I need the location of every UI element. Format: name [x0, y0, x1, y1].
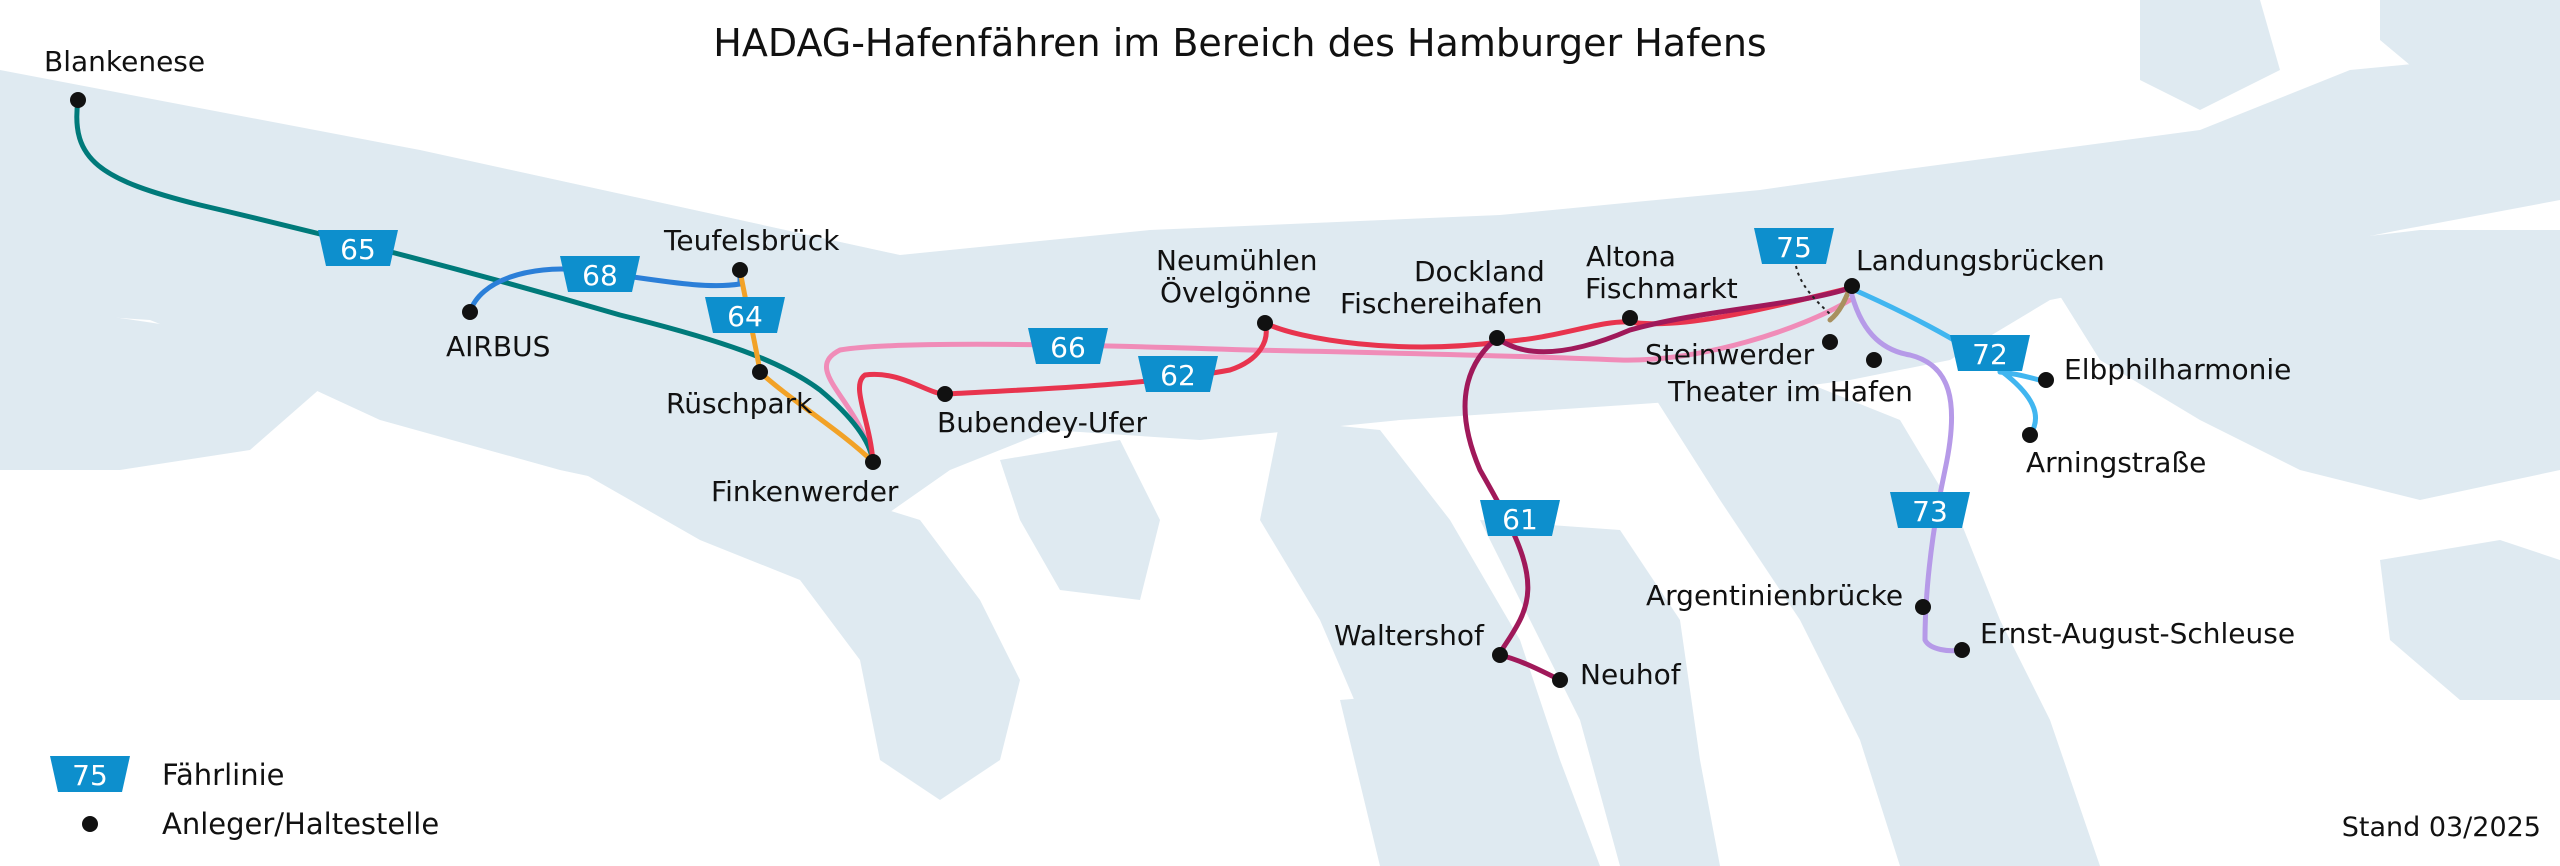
badge-number: 66 [1050, 331, 1086, 364]
stop-dot-bubendey [937, 386, 953, 402]
legend: 75 Fährlinie Anleger/Haltestelle [50, 756, 439, 841]
stop-label-teufelsbrueck: Teufelsbrück [663, 224, 840, 257]
route-line-73 [1847, 285, 1963, 654]
harbour-small-basin [1000, 440, 1160, 600]
elbe-river [0, 50, 2560, 540]
badge-shape [560, 256, 640, 292]
badge-number: 62 [1160, 359, 1196, 392]
harbour-top-far-right [2380, 0, 2560, 90]
harbour-top-right [2140, 0, 2280, 110]
badge-number: 61 [1502, 503, 1538, 536]
badge-shape [1480, 500, 1560, 536]
badge-line-61: 61 [1480, 500, 1560, 536]
stand-date: Stand 03/2025 [2342, 812, 2541, 843]
stop-label-finkenwerder: Finkenwerder [711, 475, 899, 508]
legend-badge-shape [50, 756, 130, 792]
badge-line-62: 62 [1138, 356, 1218, 392]
stop-label-airbus: AIRBUS [446, 330, 550, 363]
badge-line-72: 72 [1950, 335, 2030, 371]
stop-dot-theater [1866, 352, 1882, 368]
stop-label-argentinienbruecke: Argentinienbrücke [1646, 579, 1903, 612]
badge-shape [1754, 228, 1834, 264]
stop-label-bubendey: Bubendey-Ufer [937, 406, 1147, 439]
stop-label-steinwerder: Steinwerder [1645, 338, 1815, 371]
stop-dot-dockland [1489, 330, 1505, 346]
map-title: HADAG-Hafenfähren im Bereich des Hamburg… [713, 21, 1766, 65]
badge-shape [705, 297, 785, 333]
stop-dot-waltershof [1492, 647, 1508, 663]
badge-line-75: 75 [1754, 228, 1834, 264]
harbour-basin-south [560, 460, 1020, 800]
badge-number: 68 [582, 259, 618, 292]
stop-label-arningstrasse: Arningstraße [2026, 446, 2206, 479]
stops [70, 92, 2054, 688]
stop-label-theater: Theater im Hafen [1667, 375, 1913, 408]
badge-number: 64 [727, 300, 763, 333]
stop-label-neuhof: Neuhof [1580, 658, 1682, 691]
badge-shape [318, 230, 398, 266]
route-line-65 [74, 97, 876, 465]
harbour-basin-east [1650, 380, 2100, 866]
badge-line-68: 68 [560, 256, 640, 292]
stop-dot-argentinienbruecke [1915, 599, 1931, 615]
legend-stop-label: Anleger/Haltestelle [162, 807, 439, 841]
stop-dot-finkenwerder [865, 454, 881, 470]
harbour-channel-south [1480, 520, 1720, 866]
stop-dot-elbphilharmonie [2038, 372, 2054, 388]
legend-stop-dot [82, 816, 98, 832]
legend-line-label: Fährlinie [162, 758, 285, 792]
badge-line-73: 73 [1890, 492, 1970, 528]
stop-label-blankenese: Blankenese [44, 45, 205, 78]
badge-number: 75 [1776, 231, 1812, 264]
stop-label-waltershof: Waltershof [1334, 619, 1485, 652]
stop-dot-rueschpark [752, 364, 768, 380]
stop-dot-altona [1622, 310, 1638, 326]
stop-dot-steinwerder [1822, 334, 1838, 350]
stop-label-dockland-2: Fischereihafen [1340, 287, 1542, 320]
route-line-66 [824, 297, 1853, 465]
stop-dot-neuhof [1552, 672, 1568, 688]
stop-dot-arningstrasse [2022, 427, 2038, 443]
stop-label-ernst-august: Ernst-August-Schleuse [1980, 617, 2295, 650]
stop-label-dockland-1: Dockland [1414, 255, 1545, 288]
badge-shape [1950, 335, 2030, 371]
stop-dot-airbus [462, 304, 478, 320]
legend-badge: 75 [50, 756, 130, 792]
harbour-basin-far-east [2050, 230, 2560, 500]
stop-label-neumuehlen-1: Neumühlen [1156, 244, 1317, 277]
stop-label-neumuehlen-2: Övelgönne [1160, 275, 1311, 309]
stop-dot-landungsbruecken [1844, 278, 1860, 294]
elbe-left [0, 300, 330, 470]
badge-shape [1138, 356, 1218, 392]
stop-label-altona-1: Altona [1586, 240, 1676, 273]
badge-number: 72 [1972, 338, 2008, 371]
harbour-canal-east [2380, 540, 2560, 700]
stop-dot-blankenese [70, 92, 86, 108]
badge-shape [1890, 492, 1970, 528]
badge-line-65: 65 [318, 230, 398, 266]
harbour-bottom [1340, 690, 1520, 866]
line-badges: 65 68 64 66 62 75 72 61 [318, 228, 2030, 536]
harbour-basin-center [1260, 420, 1600, 866]
stop-label-altona-2: Fischmarkt [1585, 272, 1738, 305]
badge-number: 73 [1912, 495, 1948, 528]
stop-dot-teufelsbrueck [732, 262, 748, 278]
badge-line-66: 66 [1028, 328, 1108, 364]
stop-labels: Blankenese Teufelsbrück AIRBUS Rüschpark… [44, 45, 2295, 691]
stop-label-elbphilharmonie: Elbphilharmonie [2064, 353, 2291, 386]
stop-label-landungsbruecken: Landungsbrücken [1856, 244, 2105, 277]
badge-75-leader [1795, 265, 1831, 315]
legend-badge-number: 75 [72, 759, 108, 792]
stop-dot-neumuehlen [1257, 315, 1273, 331]
badge-number: 65 [340, 233, 376, 266]
badge-shape [1028, 328, 1108, 364]
stop-dot-ernst-august [1954, 642, 1970, 658]
badge-line-64: 64 [705, 297, 785, 333]
stop-label-rueschpark: Rüschpark [666, 387, 813, 420]
